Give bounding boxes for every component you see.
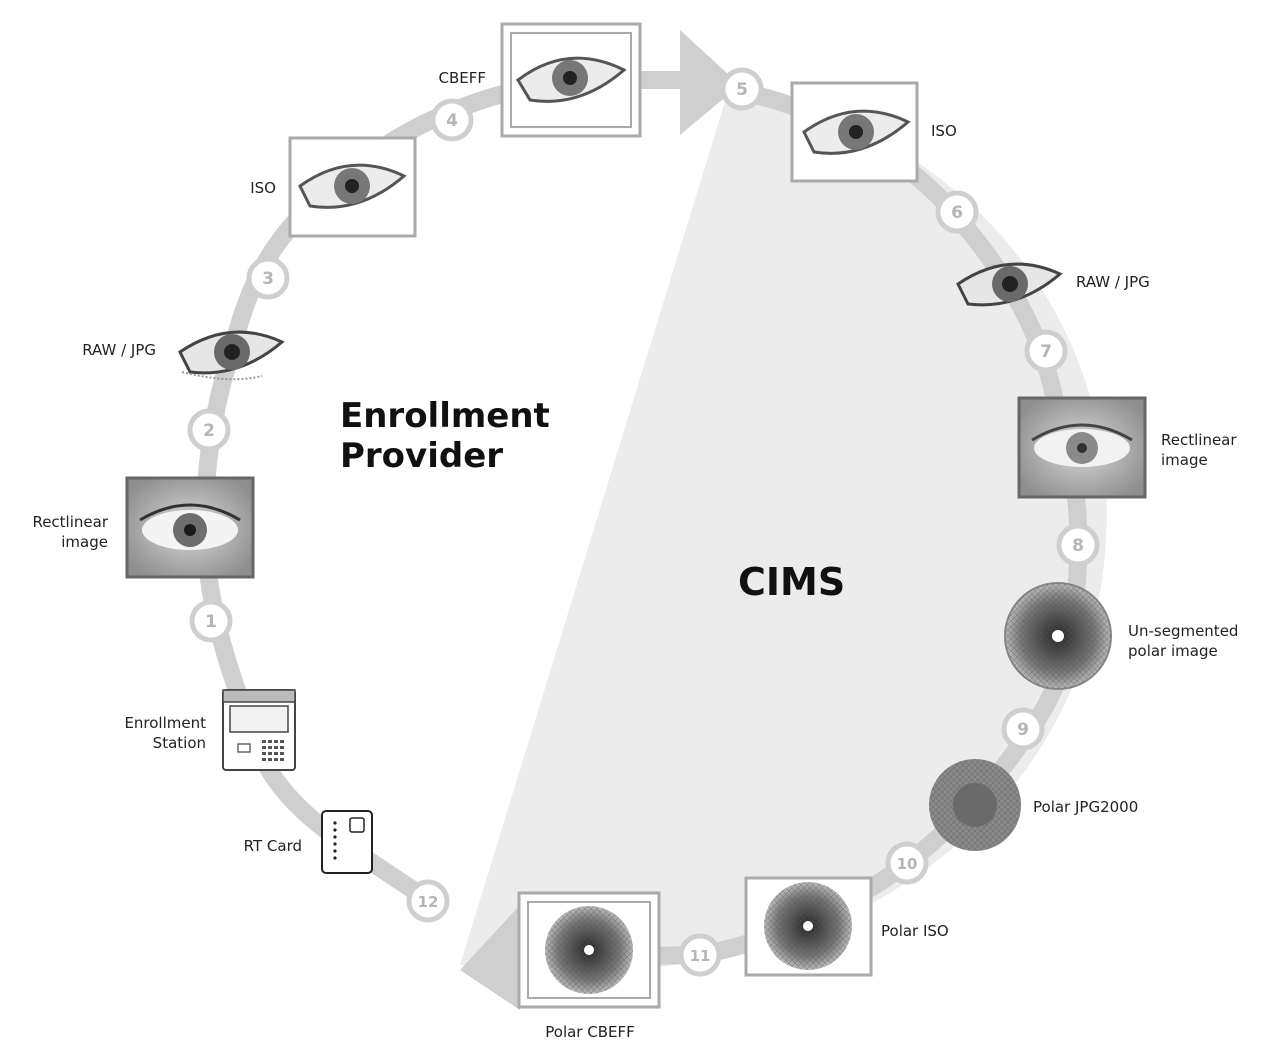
enrollment-title-line1: Enrollment	[340, 396, 550, 436]
svg-text:12: 12	[418, 893, 439, 911]
eye-sketch-right	[956, 262, 1063, 307]
label-rectlinear-left: Rectlinear image	[18, 512, 108, 552]
label-rt-card: RT Card	[243, 837, 302, 855]
eye-sketch-left	[178, 330, 285, 381]
svg-text:6: 6	[951, 203, 963, 223]
svg-text:1: 1	[205, 612, 217, 632]
svg-text:4: 4	[446, 111, 458, 131]
step-badge-12: 12	[406, 879, 450, 923]
label-rectlinear-left-line1: Rectlinear	[32, 513, 108, 531]
svg-text:5: 5	[736, 80, 748, 100]
label-rectlinear-left-line2: image	[61, 533, 108, 551]
label-raw-jpg-right: RAW / JPG	[1076, 273, 1150, 291]
svg-text:3: 3	[262, 269, 274, 289]
step-badge-1: 1	[189, 599, 233, 643]
cims-title: CIMS	[738, 560, 846, 604]
label-polar-iso: Polar ISO	[881, 922, 949, 940]
label-iso-right: ISO	[931, 122, 957, 140]
step-badge-8: 8	[1056, 523, 1100, 567]
label-unsegmented-polar: Un-segmented polar image	[1128, 621, 1238, 661]
rectlinear-photo-right	[1017, 396, 1147, 499]
polar-iso-frame	[744, 876, 873, 977]
step-badge-3: 3	[246, 256, 290, 300]
label-enrollment-station-line1: Enrollment	[124, 714, 206, 732]
cims-region	[460, 92, 1107, 975]
step-badge-5: 5	[720, 67, 764, 111]
step-badge-7: 7	[1024, 329, 1068, 373]
step-badge-10: 10	[885, 841, 929, 885]
enrollment-provider-title: Enrollment Provider	[340, 396, 550, 476]
iso-frame-right	[790, 81, 919, 183]
svg-text:7: 7	[1040, 342, 1052, 362]
label-rectlinear-right-line1: Rectlinear	[1161, 431, 1237, 449]
polar-cbeff-frame	[517, 891, 661, 1009]
label-iso-left: ISO	[250, 179, 276, 197]
unsegmented-polar-image	[1004, 582, 1112, 690]
step-badge-9: 9	[1001, 707, 1045, 751]
rt-card-icon	[321, 810, 373, 874]
label-polar-cbeff: Polar CBEFF	[545, 1023, 635, 1041]
label-unsegmented-line1: Un-segmented	[1128, 622, 1239, 640]
rectlinear-photo-left	[125, 476, 255, 579]
arrow-head-bottom	[460, 905, 520, 1010]
step-badge-2: 2	[187, 408, 231, 452]
label-enrollment-station: Enrollment Station	[106, 713, 206, 753]
iso-frame-left	[288, 136, 417, 238]
svg-text:9: 9	[1017, 720, 1029, 740]
step-badge-6: 6	[935, 190, 979, 234]
enrollment-title-line2: Provider	[340, 436, 504, 476]
step-badge-11: 11	[678, 933, 722, 977]
label-raw-jpg-left: RAW / JPG	[82, 341, 156, 359]
label-rectlinear-right: Rectlinear image	[1161, 430, 1237, 470]
arrow-head-top	[680, 30, 740, 135]
label-cbeff: CBEFF	[438, 69, 487, 87]
svg-text:10: 10	[897, 855, 918, 873]
cbeff-frame	[500, 22, 642, 138]
label-enrollment-station-line2: Station	[152, 734, 206, 752]
svg-text:11: 11	[690, 947, 711, 965]
step-badges: 1 2 3 4 5 6 7 8 9 10 11 12	[187, 67, 1100, 977]
polar-jpg2000-image	[929, 759, 1021, 851]
label-unsegmented-line2: polar image	[1128, 642, 1218, 660]
label-rectlinear-right-line2: image	[1161, 451, 1208, 469]
enrollment-station-icon	[222, 689, 296, 771]
svg-text:2: 2	[203, 421, 215, 441]
label-polar-jpg2000: Polar JPG2000	[1033, 798, 1139, 816]
step-badge-4: 4	[430, 98, 474, 142]
svg-text:8: 8	[1072, 536, 1084, 556]
